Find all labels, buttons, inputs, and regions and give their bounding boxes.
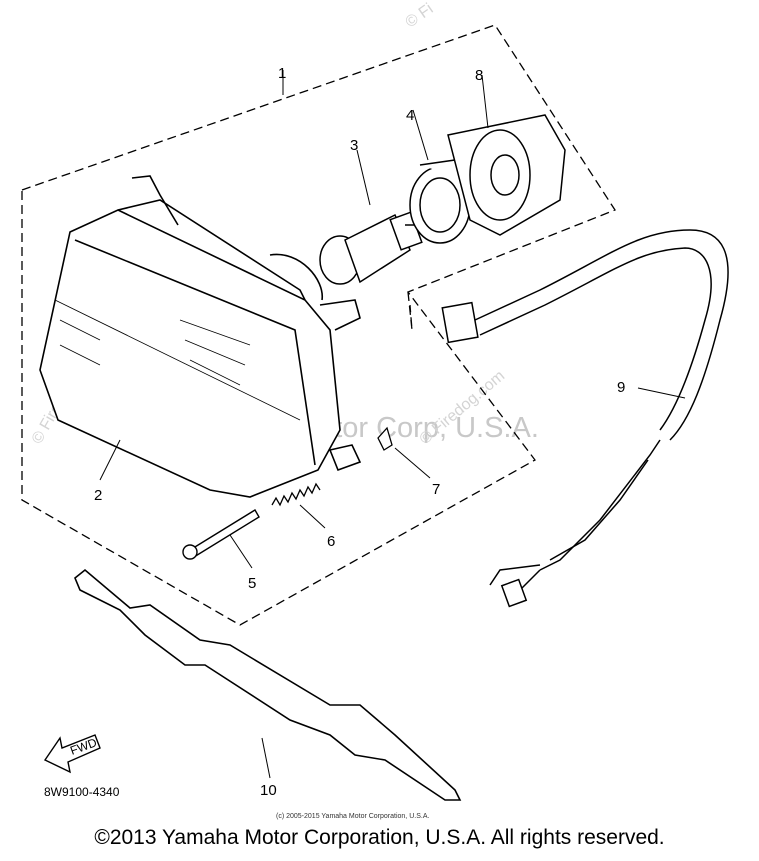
fwd-arrow: FWD	[43, 734, 101, 774]
callout-8: 8	[475, 67, 483, 84]
clip	[377, 426, 393, 451]
callout-2: 2	[94, 487, 102, 504]
callout-4: 4	[406, 107, 414, 124]
rubber-cover	[447, 114, 566, 236]
callouts: 1 2 3 4 5 6 7 8 9 10	[94, 65, 625, 799]
footer-copyright: ©2013 Yamaha Motor Corporation, U.S.A. A…	[94, 826, 665, 849]
bracket-bar	[74, 568, 462, 801]
bulb	[319, 211, 433, 285]
wiring-harness	[441, 229, 729, 608]
callout-5: 5	[248, 575, 256, 592]
corner-watermark: © Fi	[403, 0, 437, 31]
callout-1: 1	[278, 65, 286, 82]
headlight-lens	[39, 175, 362, 498]
adjusting-screw	[182, 509, 260, 560]
leader-lines	[99, 70, 686, 779]
bulb-retainer	[409, 159, 471, 244]
small-copyright: (c) 2005-2015 Yamaha Motor Corporation, …	[276, 813, 429, 820]
callout-3: 3	[350, 137, 358, 154]
callout-6: 6	[327, 533, 335, 550]
callout-10: 10	[260, 782, 277, 799]
callout-7: 7	[432, 481, 440, 498]
callout-9: 9	[617, 379, 625, 396]
harness-boundary	[407, 291, 413, 331]
assembly-boundary	[21, 24, 616, 626]
diagram-code: 8W9100-4340	[44, 785, 120, 799]
spring	[271, 482, 321, 507]
